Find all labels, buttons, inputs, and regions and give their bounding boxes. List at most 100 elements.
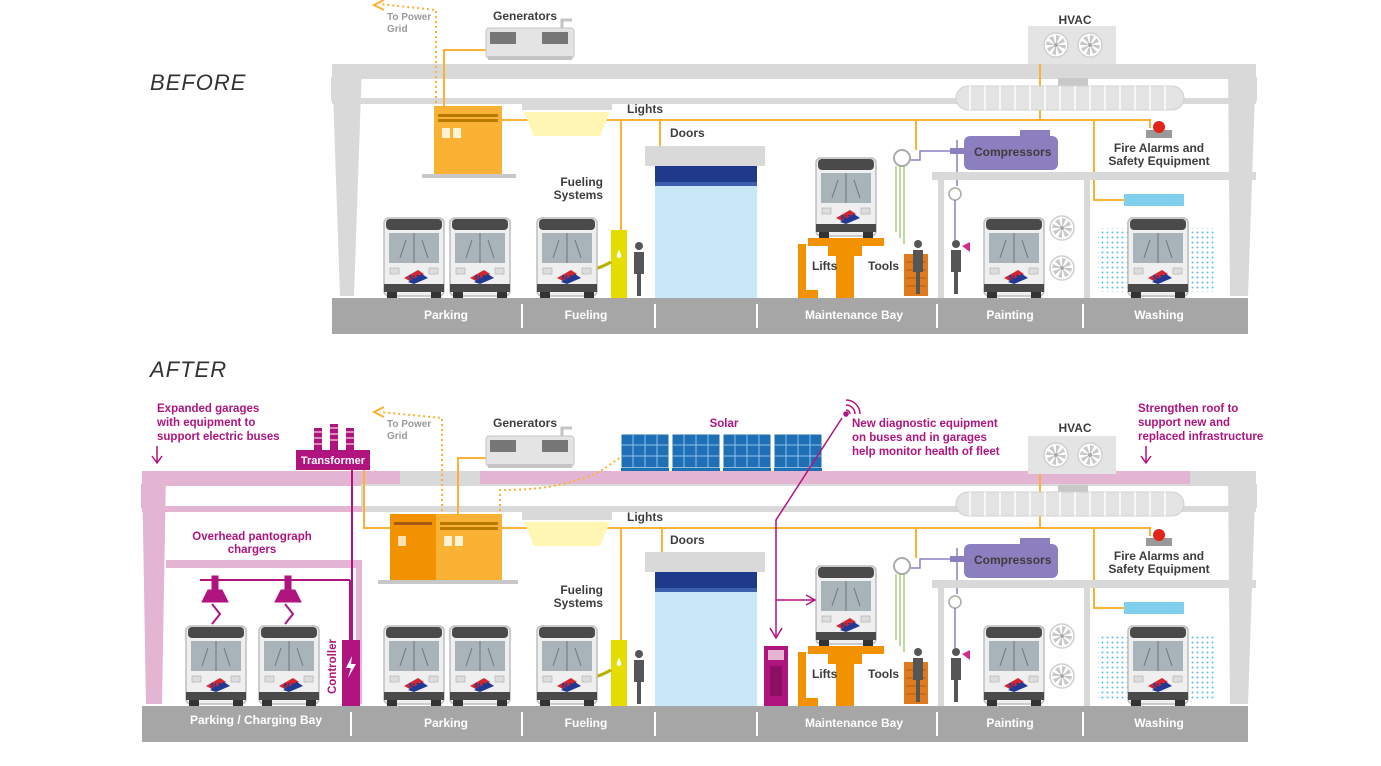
roof-note: Strengthen roof to: [1138, 403, 1238, 415]
zone-parking: Parking: [424, 308, 468, 322]
to-power-grid-label-2: Grid: [387, 431, 408, 442]
bus-icon: [1127, 625, 1189, 707]
compressors-label: Compressors: [974, 145, 1052, 159]
diagnostic-note-3: help monitor health of fleet: [852, 446, 1000, 458]
bus-icon: [983, 217, 1045, 299]
hvac-unit: [1028, 436, 1116, 493]
lights: [522, 512, 612, 546]
hvac-unit: [1028, 26, 1116, 86]
tools-label: Tools: [868, 259, 899, 273]
bus-icon: [983, 625, 1045, 707]
person-icon: [634, 242, 644, 296]
vehicle-lift: [798, 646, 884, 706]
zone-charging-bay: Parking / Charging Bay: [190, 713, 322, 727]
expanded-garages-note: Expanded garages: [157, 403, 259, 415]
hvac-duct: [955, 85, 1185, 111]
roof: [332, 64, 1256, 78]
fueling-systems-label-2: Systems: [554, 188, 604, 202]
expanded-garages-note-3: support electric buses: [157, 431, 280, 443]
zone-washing: Washing: [1134, 308, 1184, 322]
zone-parking: Parking: [424, 716, 468, 730]
lifts-label: Lifts: [812, 667, 838, 681]
plug-icon: [346, 656, 356, 678]
bus-icon: [536, 625, 598, 707]
generators-label: Generators: [493, 9, 557, 23]
power-cabinet: [422, 106, 516, 178]
bus-icon: [536, 217, 598, 299]
hvac-label: HVAC: [1058, 13, 1091, 27]
tools-label: Tools: [868, 667, 899, 681]
floor: [332, 298, 1248, 334]
painter-icon: [951, 240, 961, 294]
zone-maintenance-bay: Maintenance Bay: [805, 308, 903, 322]
fire-alarms-label-2: Safety Equipment: [1108, 562, 1209, 576]
pantograph-chargers: [200, 470, 353, 640]
bus-icon: [815, 157, 877, 239]
painter-icon: [951, 648, 961, 702]
after-diagram: AFTER Expanded garages with equipment to…: [141, 357, 1263, 742]
doors-label: Doors: [670, 533, 705, 547]
bus-icon: [815, 565, 877, 647]
to-power-grid-label-2: Grid: [387, 24, 408, 35]
to-grid-line: [379, 3, 437, 108]
alarm-icon: [1146, 529, 1172, 546]
garage-door: [645, 146, 765, 298]
doors-label: Doors: [670, 126, 705, 140]
solar-line: [499, 457, 621, 516]
pantograph-label-2: chargers: [228, 544, 277, 556]
power-cabinets: [378, 514, 518, 584]
floor: [142, 706, 1248, 742]
lights-label: Lights: [627, 510, 663, 524]
fueling-systems-label: Fueling: [560, 583, 603, 597]
roof-note-2: support new and: [1138, 417, 1230, 429]
solar-label: Solar: [710, 418, 739, 430]
to-power-grid-label: To Power: [387, 419, 431, 430]
bus-icon: [258, 625, 320, 707]
fan-icon: [1049, 255, 1075, 281]
to-power-grid-label: To Power: [387, 12, 431, 23]
hvac-label: HVAC: [1058, 421, 1091, 435]
bus-icon: [449, 625, 511, 707]
expanded-garages-note-2: with equipment to: [156, 417, 255, 429]
bus-icon: [383, 217, 445, 299]
fan-icon: [1049, 215, 1075, 241]
fueling-systems-label-2: Systems: [554, 596, 604, 610]
zone-fueling: Fueling: [565, 716, 608, 730]
zone-fueling: Fueling: [565, 308, 608, 322]
generators-label: Generators: [493, 416, 557, 430]
arrow-down-icon: [1140, 446, 1152, 465]
generators: [484, 426, 576, 470]
signal-icon: [843, 399, 861, 417]
controller-label: Controller: [327, 639, 339, 694]
zone-maintenance-bay: Maintenance Bay: [805, 716, 903, 730]
fan-icon: [1049, 663, 1075, 689]
alarm-icon: [1146, 121, 1172, 138]
fueling-systems-label: Fueling: [560, 175, 603, 189]
arrow-down-icon: [151, 446, 163, 465]
fire-alarms-label-2: Safety Equipment: [1108, 154, 1209, 168]
left-column: [332, 64, 362, 296]
solar-panels: [620, 433, 823, 472]
roof-note-3: replaced infrastructure: [1138, 431, 1263, 443]
fire-alarms-label: Fire Alarms and: [1114, 549, 1204, 563]
garage-door: [645, 552, 765, 706]
controller: [342, 640, 360, 706]
diagnostic-kiosk: [764, 646, 788, 706]
fan-icon: [1049, 623, 1075, 649]
zone-painting: Painting: [986, 308, 1033, 322]
after-heading: AFTER: [148, 357, 227, 382]
diagnostic-note: New diagnostic equipment: [852, 418, 998, 430]
hvac-duct: [955, 491, 1185, 517]
transformer: [296, 424, 370, 470]
transformer-label: Transformer: [301, 455, 366, 467]
diagnostic-lines: [769, 417, 843, 640]
lights: [522, 102, 612, 136]
diagnostic-note-2: on buses and in garages: [852, 432, 987, 444]
generators: [484, 18, 576, 62]
left-column: [142, 471, 166, 704]
before-heading: BEFORE: [150, 70, 246, 95]
before-diagram: BEFORE Parking Fueling Maintenance Bay P…: [150, 0, 1257, 334]
compressors-label: Compressors: [974, 553, 1052, 567]
bus-icon: [383, 625, 445, 707]
